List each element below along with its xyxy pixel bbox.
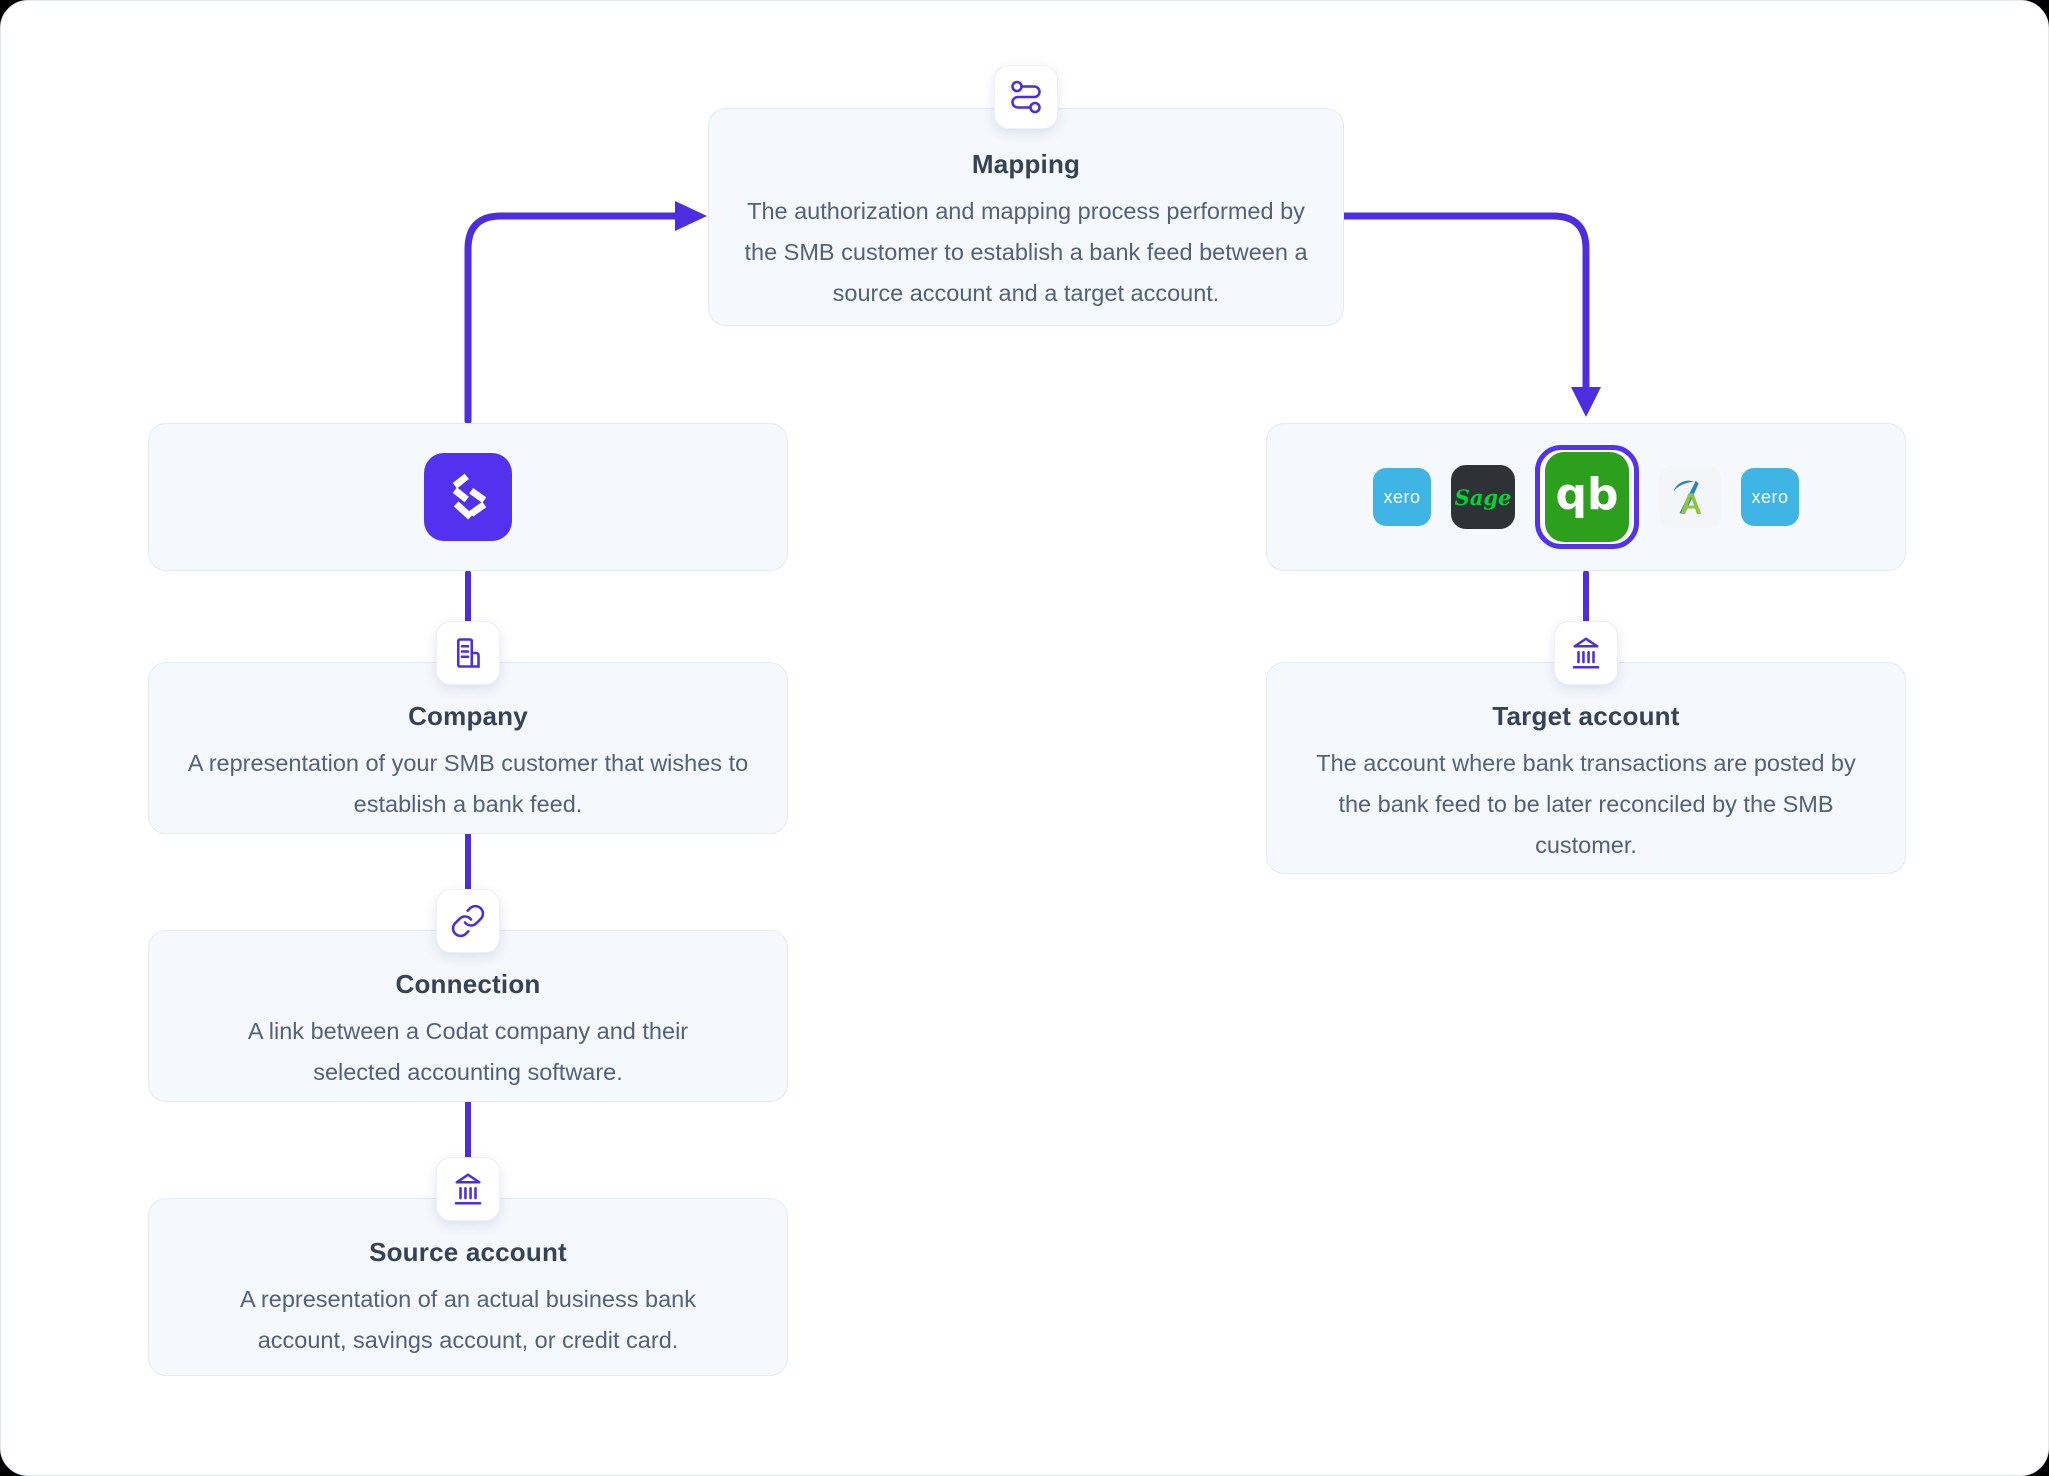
sage-logo-label: Sage [1454, 484, 1512, 510]
freeagent-logo-glyph: A [1673, 480, 1702, 520]
xero-logo-label: xero [1383, 486, 1421, 507]
source-account-description: A representation of an actual business b… [240, 1286, 696, 1353]
mapping-description: The authorization and mapping process pe… [744, 198, 1308, 306]
card-company: Company A representation of your SMB cus… [148, 662, 788, 834]
bank-icon [1572, 637, 1600, 669]
company-chip [436, 621, 500, 685]
card-codat [148, 423, 788, 571]
arrow-company-to-mapping [464, 212, 683, 425]
mapping-title: Mapping [971, 149, 1081, 179]
quickbooks-logo: qb [1545, 452, 1629, 542]
integration-logos-row: xero Sage qb A xero [1373, 445, 1799, 549]
quickbooks-logo-label: qb [1555, 468, 1619, 520]
xero-logo: xero [1373, 468, 1431, 526]
connection-description: A link between a Codat company and their… [247, 1018, 689, 1085]
connection-chip [436, 889, 500, 953]
sage-logo: Sage [1451, 465, 1515, 529]
codat-logo [424, 453, 512, 541]
mapping-chip [994, 65, 1058, 129]
arrowhead-down [1571, 387, 1601, 417]
source-account-title: Source account [369, 1237, 567, 1267]
card-connection: Connection A link between a Codat compan… [148, 930, 788, 1102]
link-icon [451, 904, 485, 938]
xero-logo-2-label: xero [1751, 486, 1789, 507]
freeagent-logo: A [1659, 466, 1721, 528]
codat-logo-glyph [452, 473, 487, 520]
route-icon [1011, 80, 1041, 114]
target-account-title: Target account [1492, 701, 1680, 731]
company-description: A representation of your SMB customer th… [187, 750, 749, 817]
svg-text:A: A [1680, 487, 1702, 520]
card-target-account: Target account The account where bank tr… [1266, 662, 1906, 874]
card-source-account: Source account A representation of an ac… [148, 1198, 788, 1376]
target-account-description: The account where bank transactions are … [1316, 750, 1856, 858]
xero-logo-2: xero [1741, 468, 1799, 526]
target-account-chip [1554, 621, 1618, 685]
quickbooks-selected-ring: qb [1535, 445, 1639, 549]
bank-icon [454, 1173, 482, 1205]
card-mapping: Mapping The authorization and mapping pr… [708, 108, 1344, 326]
arrowhead-right [675, 201, 707, 231]
arrow-mapping-to-integrations [1340, 212, 1590, 393]
building-icon [456, 638, 480, 668]
connection-title: Connection [395, 969, 541, 999]
source-account-chip [436, 1157, 500, 1221]
card-integrations: xero Sage qb A xero [1266, 423, 1906, 571]
company-title: Company [408, 701, 528, 731]
